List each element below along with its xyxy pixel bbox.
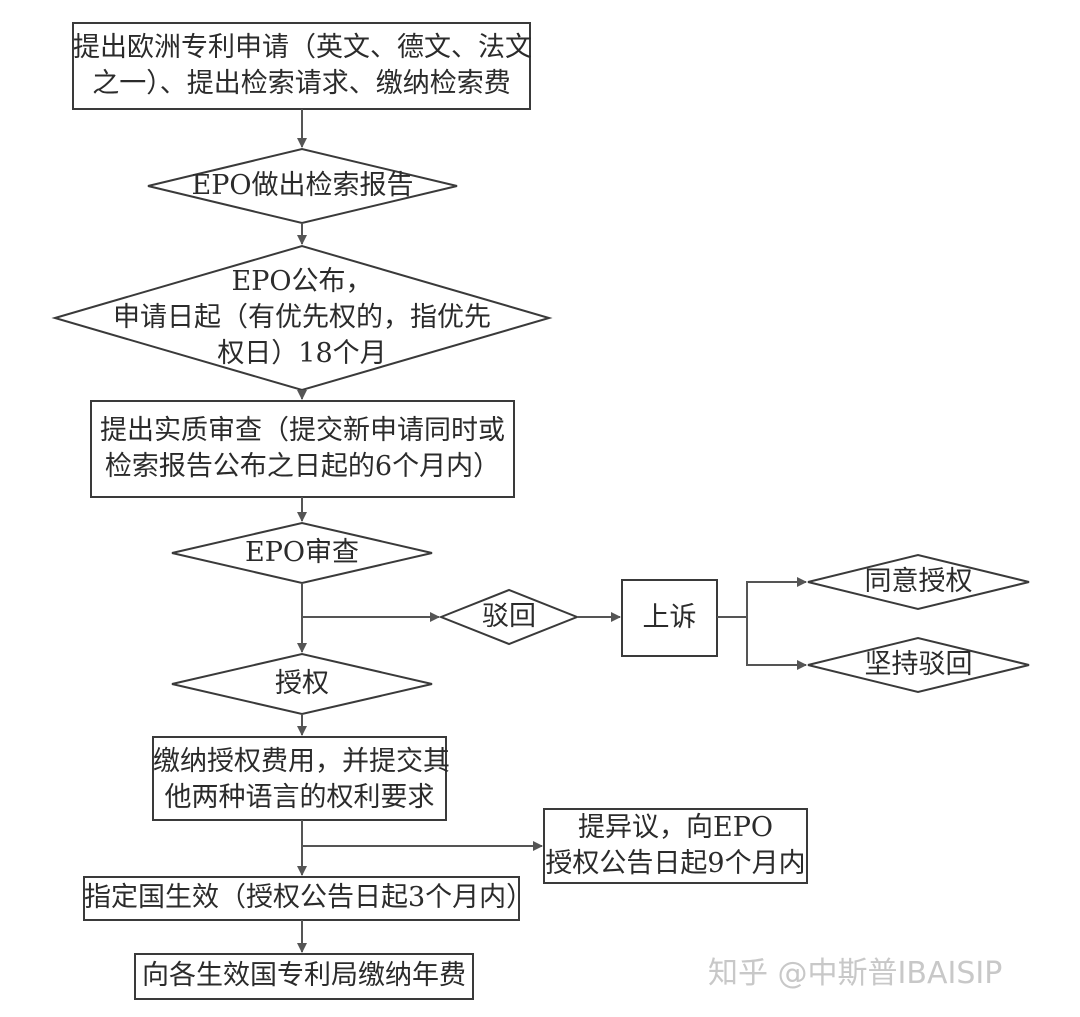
watermark: 知乎 @中斯普IBAISIP xyxy=(708,956,1003,991)
agree-grant-text: 同意授权 xyxy=(864,566,973,597)
substantive-line1: 提出实质审查（提交新申请同时或 xyxy=(100,415,505,446)
apply-line1: 提出欧洲专利申请（英文、德文、法文 xyxy=(73,32,532,63)
apply-text: 提出欧洲专利申请（英文、德文、法文 之一）、提出检索请求、缴纳检索费 xyxy=(73,30,532,102)
opposition-text: 提异议，向EPO 授权公告日起9个月内 xyxy=(544,810,807,882)
substantive-text: 提出实质审查（提交新申请同时或 检索报告公布之日起的6个月内） xyxy=(91,413,514,485)
publish-line2: 申请日起（有优先权的，指优先 xyxy=(113,302,491,333)
substantive-line2: 检索报告公布之日起的6个月内） xyxy=(104,451,501,482)
grant-diamond xyxy=(171,652,433,716)
publish-line3: 权日）18个月 xyxy=(217,338,387,369)
grant-text: 授权 xyxy=(275,668,329,699)
arrow-appeal-to-maintain xyxy=(746,617,807,670)
annual-fee-box xyxy=(134,953,474,1000)
examination-text: EPO审查 xyxy=(244,537,359,568)
search-report-diamond xyxy=(147,147,458,225)
pay-fee-line2: 他两种语言的权利要求 xyxy=(164,782,435,813)
maintain-reject-diamond xyxy=(807,636,1030,694)
publish-text: EPO公布， 申请日起（有优先权的，指优先 权日）18个月 xyxy=(55,264,549,372)
opposition-line2: 授权公告日起9个月内 xyxy=(545,848,806,879)
appeal-text: 上诉 xyxy=(642,602,697,633)
agree-grant-diamond xyxy=(807,553,1030,611)
publish-diamond xyxy=(51,244,553,392)
designate-text: 指定国生效（授权公告日起3个月内） xyxy=(84,882,534,913)
opposition-line1: 提异议，向EPO xyxy=(577,812,773,843)
apply-line2: 之一）、提出检索请求、缴纳检索费 xyxy=(92,68,511,99)
maintain-reject-text: 坚持驳回 xyxy=(864,649,973,680)
publish-line1: EPO公布， xyxy=(231,266,373,297)
pay-fee-text: 缴纳授权费用，并提交其 他两种语言的权利要求 xyxy=(153,744,450,816)
reject-text: 驳回 xyxy=(482,601,536,632)
annual-fee-text: 向各生效国专利局缴纳年费 xyxy=(142,960,466,991)
opposition-box xyxy=(543,808,808,884)
pay-fee-box xyxy=(152,736,447,821)
pay-fee-line1: 缴纳授权费用，并提交其 xyxy=(153,746,450,777)
examination-diamond xyxy=(171,521,433,585)
arrow-appeal-to-agree xyxy=(746,577,807,617)
search-report-text: EPO做出检索报告 xyxy=(191,170,414,201)
